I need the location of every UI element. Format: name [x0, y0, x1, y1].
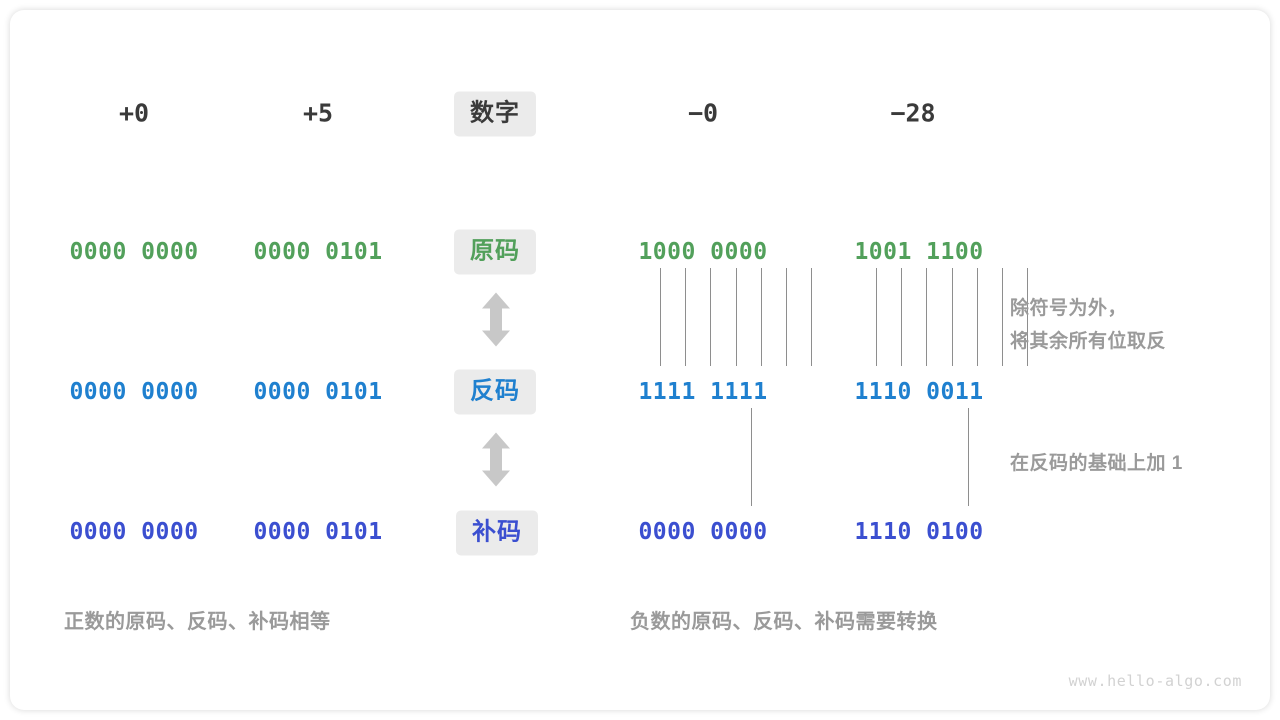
- note-add-one: 在反码的基础上加 1: [1010, 453, 1183, 474]
- bits-twos-complement-pos-five: 0000 0101: [253, 519, 383, 545]
- bit-connector-line: [736, 268, 737, 366]
- bits-sign-magnitude-pos-five: 0000 0101: [253, 239, 383, 265]
- bit-connector-line: [1027, 268, 1028, 366]
- bit-connector-line: [977, 268, 978, 366]
- double-arrow-icon: [479, 432, 513, 493]
- caption-positive: 正数的原码、反码、补码相等: [64, 611, 331, 633]
- bit-connector-line: [685, 268, 686, 366]
- column-header-pos-five: +5: [302, 98, 334, 128]
- bit-connector-line: [926, 268, 927, 366]
- row-label-twos-complement: 补码: [456, 510, 538, 556]
- bits-twos-complement-neg-28: 1110 0100: [854, 519, 984, 545]
- bits-ones-complement-neg-zero: 1111 1111: [638, 379, 768, 405]
- bits-ones-complement-neg-28: 1110 0011: [854, 379, 984, 405]
- bit-connector-line: [811, 268, 812, 366]
- row-label-number: 数字: [454, 91, 536, 137]
- carry-connector-line: [968, 408, 969, 506]
- bit-connector-line: [660, 268, 661, 366]
- caption-negative: 负数的原码、反码、补码需要转换: [630, 611, 938, 633]
- bit-connector-line: [901, 268, 902, 366]
- bit-connector-line: [786, 268, 787, 366]
- note-invert-bits: 除符号为外， 将其余所有位取反: [1010, 298, 1167, 352]
- bits-ones-complement-pos-zero: 0000 0000: [69, 379, 199, 405]
- figure-card: +0 +5 数字 −0 −28 0000 0000 0000 0101 原码 1…: [10, 10, 1270, 710]
- bits-twos-complement-pos-zero: 0000 0000: [69, 519, 199, 545]
- bits-sign-magnitude-pos-zero: 0000 0000: [69, 239, 199, 265]
- bits-sign-magnitude-neg-zero: 1000 0000: [638, 239, 768, 265]
- bits-twos-complement-neg-zero: 0000 0000: [638, 519, 768, 545]
- connector-layer: [10, 10, 1270, 710]
- watermark: www.hello-algo.com: [1068, 672, 1242, 690]
- column-header-pos-zero: +0: [118, 98, 150, 128]
- bit-connector-line: [1002, 268, 1003, 366]
- bits-ones-complement-pos-five: 0000 0101: [253, 379, 383, 405]
- bit-connector-line: [952, 268, 953, 366]
- double-arrow-icon: [479, 292, 513, 353]
- row-label-sign-magnitude: 原码: [454, 229, 536, 275]
- column-header-neg-28: −28: [890, 98, 936, 128]
- bit-connector-line: [876, 268, 877, 366]
- carry-connector-line: [751, 408, 752, 506]
- column-header-neg-zero: −0: [687, 98, 719, 128]
- bit-connector-line: [710, 268, 711, 366]
- row-label-ones-complement: 反码: [454, 369, 536, 415]
- bits-sign-magnitude-neg-28: 1001 1100: [854, 239, 984, 265]
- bit-connector-line: [761, 268, 762, 366]
